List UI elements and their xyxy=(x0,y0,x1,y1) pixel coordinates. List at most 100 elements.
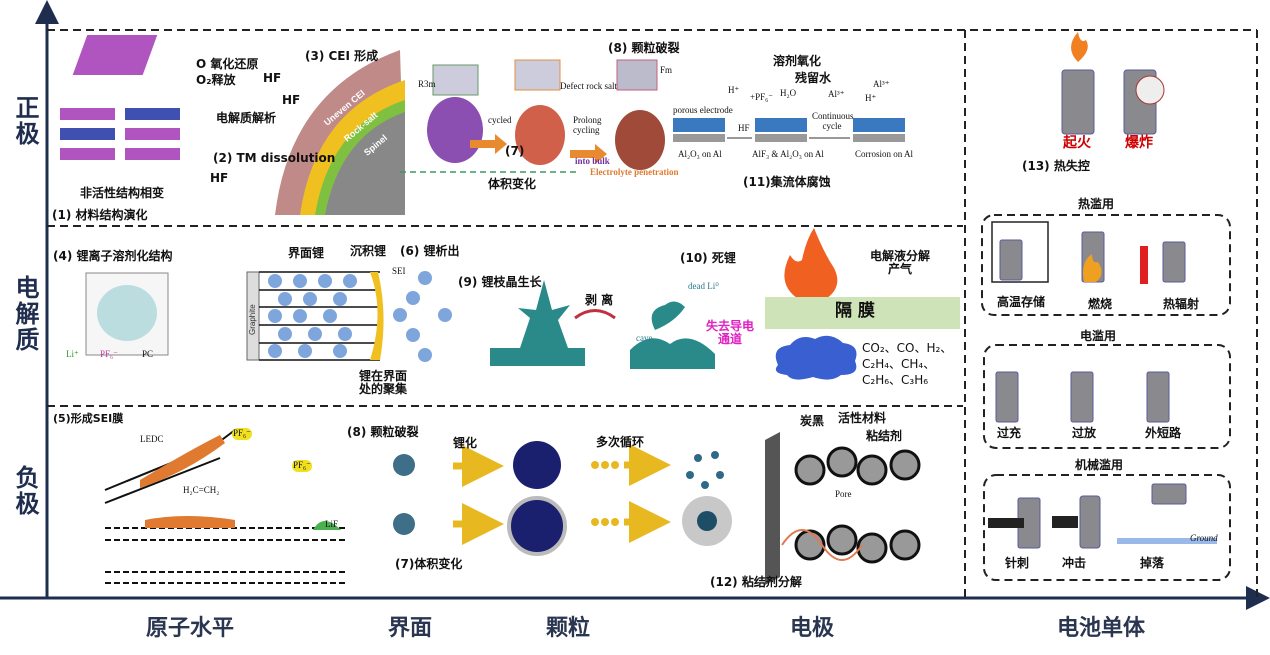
graphite-lithium-graphic xyxy=(246,271,452,362)
crystal-structure xyxy=(60,35,180,160)
flame-icon xyxy=(784,228,838,300)
label-mechanical-abuse: 机械滥用 xyxy=(1075,458,1124,472)
label-overdischarge: 过放 xyxy=(1072,426,1097,440)
label-ledc: LEDC xyxy=(140,434,164,444)
dashed-dividers xyxy=(47,29,1258,598)
row-label-cathode: 正极 xyxy=(11,95,39,147)
label-gases: CO₂、CO、H₂、 xyxy=(862,341,953,355)
label-dead-li: (10) 死锂 xyxy=(680,251,736,265)
label-thermal-runaway: (13) 热失控 xyxy=(1022,159,1090,173)
separator-bar xyxy=(765,297,960,329)
col-label-electrode: 电极 xyxy=(790,616,835,641)
label-volume: (7)体积变化 xyxy=(395,557,463,571)
label-porous: porous electrode xyxy=(673,105,733,115)
label-solvent-ox: 溶剂氧化 xyxy=(773,54,822,68)
anode-particles xyxy=(393,441,732,556)
label-seven: (7) xyxy=(505,144,525,158)
label-cave: cave xyxy=(636,333,653,343)
label-prolong: Prolong cycling xyxy=(573,115,602,135)
fire-icon xyxy=(1071,32,1088,62)
label-hf: HF xyxy=(282,93,301,107)
label-al2o3: Al₂O₃ on Al xyxy=(678,149,722,159)
label-interface-li: 界面锂 xyxy=(288,246,325,260)
label-nail: 针刺 xyxy=(1005,556,1030,570)
label-solvation: (4) 锂离子溶剂化结构 xyxy=(53,249,173,263)
label-particle-crack: (8) 颗粒破裂 xyxy=(608,41,680,55)
label-h2o: H₂O xyxy=(780,88,797,98)
label-binder: 粘结剂 xyxy=(866,429,903,443)
label-pf6: PF₆⁻ xyxy=(232,428,252,440)
label-hf: HF xyxy=(738,123,750,133)
label-defect: Defect rock salt xyxy=(560,81,617,91)
label-al: Al³⁺ xyxy=(873,79,890,89)
sei-graphic xyxy=(104,429,345,584)
label-redox: O 氧化还原 xyxy=(196,57,259,71)
label-high-temp: 高温存储 xyxy=(997,295,1046,309)
label-thermal-abuse: 热滥用 xyxy=(1078,197,1115,211)
label-continuous: Continuous cycle xyxy=(812,111,854,131)
legend-pf6: PF₆⁻ xyxy=(100,349,118,359)
dendrite-graphic xyxy=(490,280,715,369)
particles-cathode xyxy=(400,59,665,173)
label-deposit-li: 沉积锂 xyxy=(350,244,387,258)
solvation-structure xyxy=(85,272,169,356)
label-burning: 燃烧 xyxy=(1088,297,1113,311)
label-dead-li0: dead Li⁰ xyxy=(688,281,719,291)
label-drop: 掉落 xyxy=(1140,556,1165,570)
label-h: H⁺ xyxy=(728,85,740,95)
label-sei: SEI xyxy=(392,266,406,276)
label-radiation: 热辐射 xyxy=(1163,297,1200,311)
label-strip: 剥 离 xyxy=(585,293,614,307)
label-binder-decomp: (12) 粘结剂分解 xyxy=(710,575,802,589)
label-explosion: 爆炸 xyxy=(1125,135,1153,151)
label-struct-evolution: (1) 材料结构演化 xyxy=(52,208,148,222)
label-phase-change: 非活性结构相变 xyxy=(80,186,165,200)
cei-layers xyxy=(275,50,405,215)
col-label-cell: 电池单体 xyxy=(1057,616,1146,641)
label-overcharge: 过充 xyxy=(997,426,1022,440)
label-cycles: 多次循环 xyxy=(596,435,645,449)
label-separator: 隔 膜 xyxy=(835,301,875,321)
electrode-binder-graphic xyxy=(765,432,921,585)
label-cei: (3) CEI 形成 xyxy=(305,49,379,63)
label-carbon-black: 炭黑 xyxy=(800,414,825,428)
label-graphite: Graphite xyxy=(248,304,257,335)
col-label-particle: 颗粒 xyxy=(546,616,591,641)
label-corrosion: Corrosion on Al xyxy=(855,149,914,159)
label-ethylene: H₂C=CH₂ xyxy=(183,485,220,495)
label-gases: C₂H₆、C₃H₆ xyxy=(862,373,929,387)
label-lithiation: 锂化 xyxy=(453,436,478,450)
label-pf6: +PF₆⁻ xyxy=(750,92,773,102)
label-residual-water: 残留水 xyxy=(795,71,832,85)
label-hf: HF xyxy=(210,171,229,185)
label-collector-corrosion: (11)集流体腐蚀 xyxy=(743,175,831,189)
label-o2-release: O₂释放 xyxy=(196,73,236,87)
label-short-circuit: 外短路 xyxy=(1145,426,1182,440)
row-label-anode: 负极 xyxy=(11,465,39,517)
label-pore: Pore xyxy=(835,489,852,499)
label-hf: HF xyxy=(263,71,282,85)
row-label-electrolyte: 电解质 xyxy=(11,275,39,353)
label-active: 活性材料 xyxy=(838,411,887,425)
legend-pc: PC xyxy=(142,349,154,359)
label-sei-form: (5)形成SEI膜 xyxy=(53,412,124,425)
label-aggregation: 锂在界面处的聚集 xyxy=(358,369,407,397)
label-h: H⁺ xyxy=(865,93,877,103)
label-electrolyte-decomp: 电解质解析 xyxy=(216,111,277,125)
col-label-atomic: 原子水平 xyxy=(146,616,235,641)
ground-bar xyxy=(1117,538,1217,544)
label-al: Al³⁺ xyxy=(828,89,845,99)
label-pf6: PF₆⁻ xyxy=(292,460,312,472)
col-label-interface: 界面 xyxy=(388,616,433,641)
label-lif: LiF xyxy=(325,519,339,529)
collector-corrosion-graphic xyxy=(673,118,905,142)
label-r3m: R3m xyxy=(418,79,436,89)
label-particle-crack: (8) 颗粒破裂 xyxy=(347,425,419,439)
label-gases: C₂H₄、CH₄、 xyxy=(862,357,936,371)
cloud-icon xyxy=(775,335,857,380)
label-lost-path: 失去导电通道 xyxy=(705,319,754,347)
label-ground: Ground xyxy=(1190,533,1218,543)
label-into-bulk: into bulk xyxy=(575,156,610,166)
